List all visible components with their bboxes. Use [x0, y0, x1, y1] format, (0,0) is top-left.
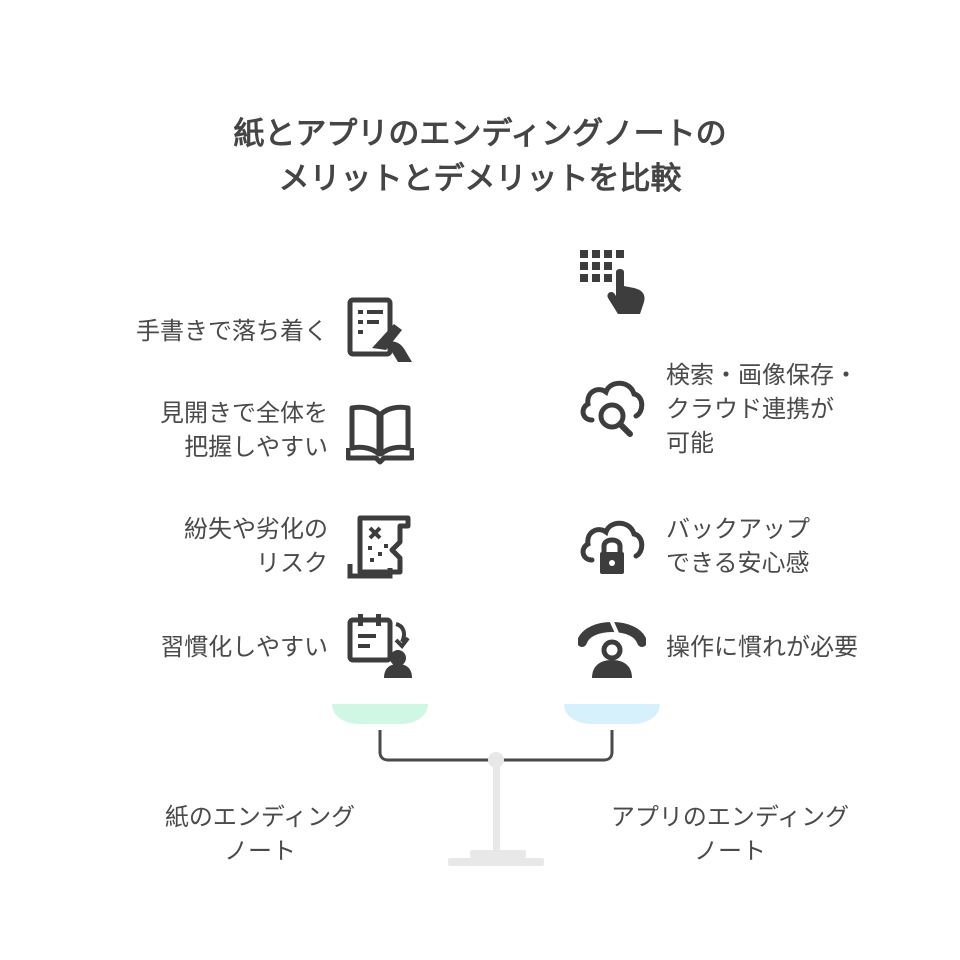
right-item-3-label: バックアップ できる安心感 — [666, 515, 810, 577]
left-pan — [332, 704, 428, 724]
open-book-icon — [346, 398, 414, 466]
left-item-4-label: 習慣化しやすい — [160, 633, 328, 661]
title-line-1: 紙とアプリのエンディングノートの — [233, 116, 727, 152]
scale-beam — [378, 730, 614, 762]
right-item-4-label: 操作に慣れが必要 — [666, 633, 858, 661]
left-item-2-label: 見開きで全体を 把握しやすい — [160, 399, 328, 461]
right-side-title: アプリのエンディング ノート — [610, 803, 850, 865]
page-title: 紙とアプリのエンディングノートの メリットとデメリットを比較 — [0, 112, 960, 202]
handwriting-document-icon — [346, 296, 414, 364]
cloud-search-icon — [578, 372, 646, 440]
touch-keypad-icon — [578, 248, 646, 316]
cloud-lock-icon — [578, 512, 646, 580]
scale-post — [493, 762, 500, 854]
learning-curve-gauge-icon — [578, 612, 646, 680]
scale-pivot — [488, 752, 504, 768]
left-item-3-label: 紛失や劣化の リスク — [184, 515, 328, 577]
damaged-scroll-icon — [346, 512, 414, 580]
title-line-2: メリットとデメリットを比較 — [278, 161, 682, 197]
scale-base — [448, 858, 544, 866]
right-pan — [564, 704, 660, 724]
left-side-title: 紙のエンディング ノート — [164, 803, 356, 865]
left-item-1-label: 手書きで落ち着く — [136, 317, 328, 345]
calendar-habit-icon — [346, 612, 414, 680]
scale-base-top — [470, 850, 526, 858]
right-item-2-label: 検索・画像保存・ クラウド連携が 可能 — [666, 361, 858, 457]
